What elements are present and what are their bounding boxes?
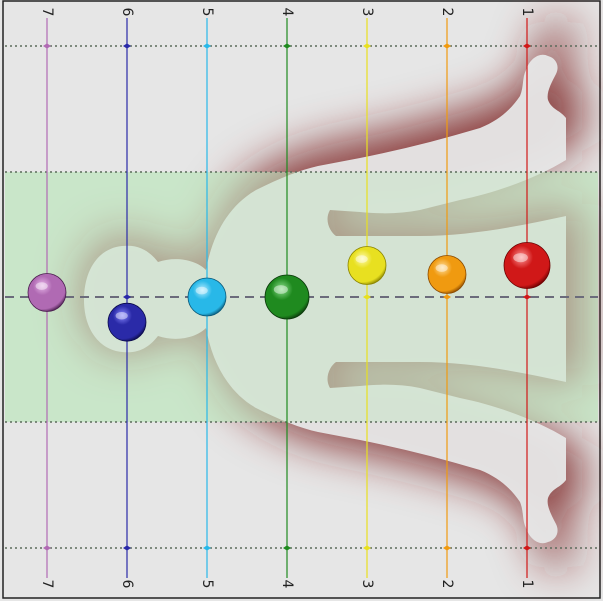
chakra-sphere-4	[265, 275, 309, 319]
chakra-label-top-1: 1	[519, 8, 535, 17]
sphere-highlight-4	[274, 285, 288, 294]
chakra-label-bottom-5: 5	[199, 580, 215, 589]
chakra-sphere-5	[188, 278, 226, 316]
chakra-sphere-7	[28, 274, 66, 312]
chakra-label-top-2: 2	[439, 8, 455, 17]
chakra-label-top-4: 4	[279, 8, 295, 17]
chakra-label-bottom-4: 4	[279, 580, 295, 589]
sphere-highlight-7	[36, 282, 48, 290]
chakra-label-top-6: 6	[119, 8, 135, 17]
chakra-label-top-3: 3	[359, 8, 375, 17]
sphere-highlight-3	[356, 255, 368, 263]
chakra-sphere-1	[504, 243, 550, 289]
sphere-highlight-1	[513, 253, 528, 262]
chakra-label-bottom-1: 1	[519, 580, 535, 589]
chakra-sphere-2	[428, 256, 466, 294]
sphere-highlight-2	[436, 264, 448, 272]
chakra-label-top-7: 7	[39, 8, 55, 17]
chakra-sphere-3	[348, 247, 386, 285]
chakra-label-bottom-3: 3	[359, 580, 375, 589]
chakra-label-top-5: 5	[199, 8, 215, 17]
sphere-highlight-6	[116, 312, 128, 320]
chakra-label-bottom-6: 6	[119, 580, 135, 589]
chakra-sphere-6	[108, 303, 146, 341]
sphere-highlight-5	[196, 287, 208, 295]
chakra-label-bottom-7: 7	[39, 580, 55, 589]
chakra-label-bottom-2: 2	[439, 580, 455, 589]
